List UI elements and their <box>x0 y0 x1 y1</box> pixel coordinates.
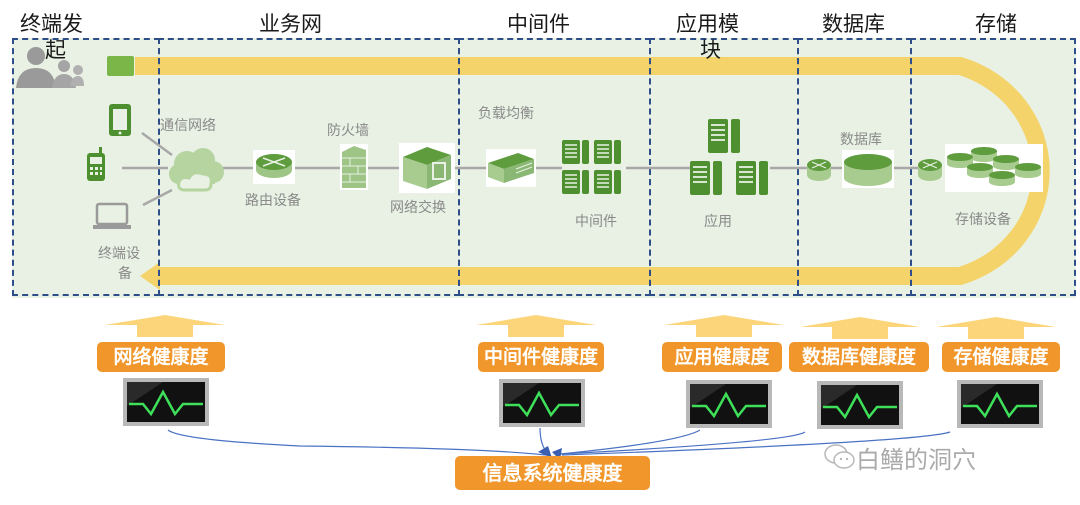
zone-title-terminal: 终端发 <box>20 12 83 36</box>
label-comm-network: 通信网络 <box>160 118 216 134</box>
label-application: 应用 <box>704 214 732 230</box>
zone-title-database: 数据库 <box>822 12 885 36</box>
load-balancer-icon <box>486 149 536 187</box>
wechat-icon <box>824 444 855 469</box>
middleware-servers-icon <box>562 140 621 194</box>
up-arrow-icon <box>476 315 596 337</box>
up-arrow-icon <box>105 315 225 337</box>
monitor-pulse-icon <box>817 381 903 429</box>
monitor-pulse-icon <box>499 379 585 427</box>
application-servers-icon <box>690 119 768 195</box>
label-switch: 网络交换 <box>390 200 446 216</box>
storage-router-icon <box>918 159 942 181</box>
cellphone-icon <box>87 147 105 181</box>
zone-title-app-module-line2: 块 <box>700 38 721 62</box>
label-firewall: 防火墙 <box>327 123 369 139</box>
up-arrow-icon <box>936 317 1056 339</box>
up-arrow-icon <box>800 317 920 339</box>
watermark-text: 白鳝的洞穴 <box>856 446 976 474</box>
monitor-pulse-icon <box>123 378 209 426</box>
monitor-pulse-icon <box>686 380 772 428</box>
cloud-icon <box>169 148 224 192</box>
overall-health-badge: 信息系统健康度 <box>455 456 650 490</box>
label-load-balancer: 负载均衡 <box>478 106 534 122</box>
tablet-icon <box>109 104 131 136</box>
label-terminal-devices-line2: 备 <box>118 266 132 282</box>
label-router: 路由设备 <box>245 193 301 209</box>
storage-cluster-icon <box>945 144 1043 192</box>
up-arrow-icon <box>664 315 784 337</box>
database-icon <box>842 150 894 188</box>
db-router-icon <box>807 159 831 181</box>
zone-title-business-network: 业务网 <box>259 12 322 36</box>
storage-health-badge: 存储健康度 <box>942 342 1060 372</box>
label-middleware: 中间件 <box>575 214 617 230</box>
flow-arrow-head-icon <box>140 262 160 290</box>
zone-title-middleware: 中间件 <box>507 12 570 36</box>
label-database: 数据库 <box>840 132 882 148</box>
arrow-head-icon <box>538 446 552 458</box>
start-block-icon <box>107 56 134 76</box>
database-health-badge: 数据库健康度 <box>789 342 929 372</box>
zone-title-terminal-line2: 起 <box>45 38 66 62</box>
label-storage-devices: 存储设备 <box>955 212 1011 228</box>
network-health-badge: 网络健康度 <box>97 342 225 372</box>
router-icon <box>253 150 295 184</box>
monitor-pulse-icon <box>957 380 1043 428</box>
application-health-badge: 应用健康度 <box>662 342 782 372</box>
label-terminal-devices: 终端设 <box>98 246 140 262</box>
zone-title-app-module: 应用模 <box>676 12 739 36</box>
zone-title-storage: 存储 <box>975 12 1017 36</box>
switch-icon <box>399 143 455 193</box>
laptop-icon <box>93 202 131 229</box>
firewall-icon <box>340 144 368 190</box>
middleware-health-badge: 中间件健康度 <box>478 342 604 372</box>
users-icon <box>16 47 84 88</box>
